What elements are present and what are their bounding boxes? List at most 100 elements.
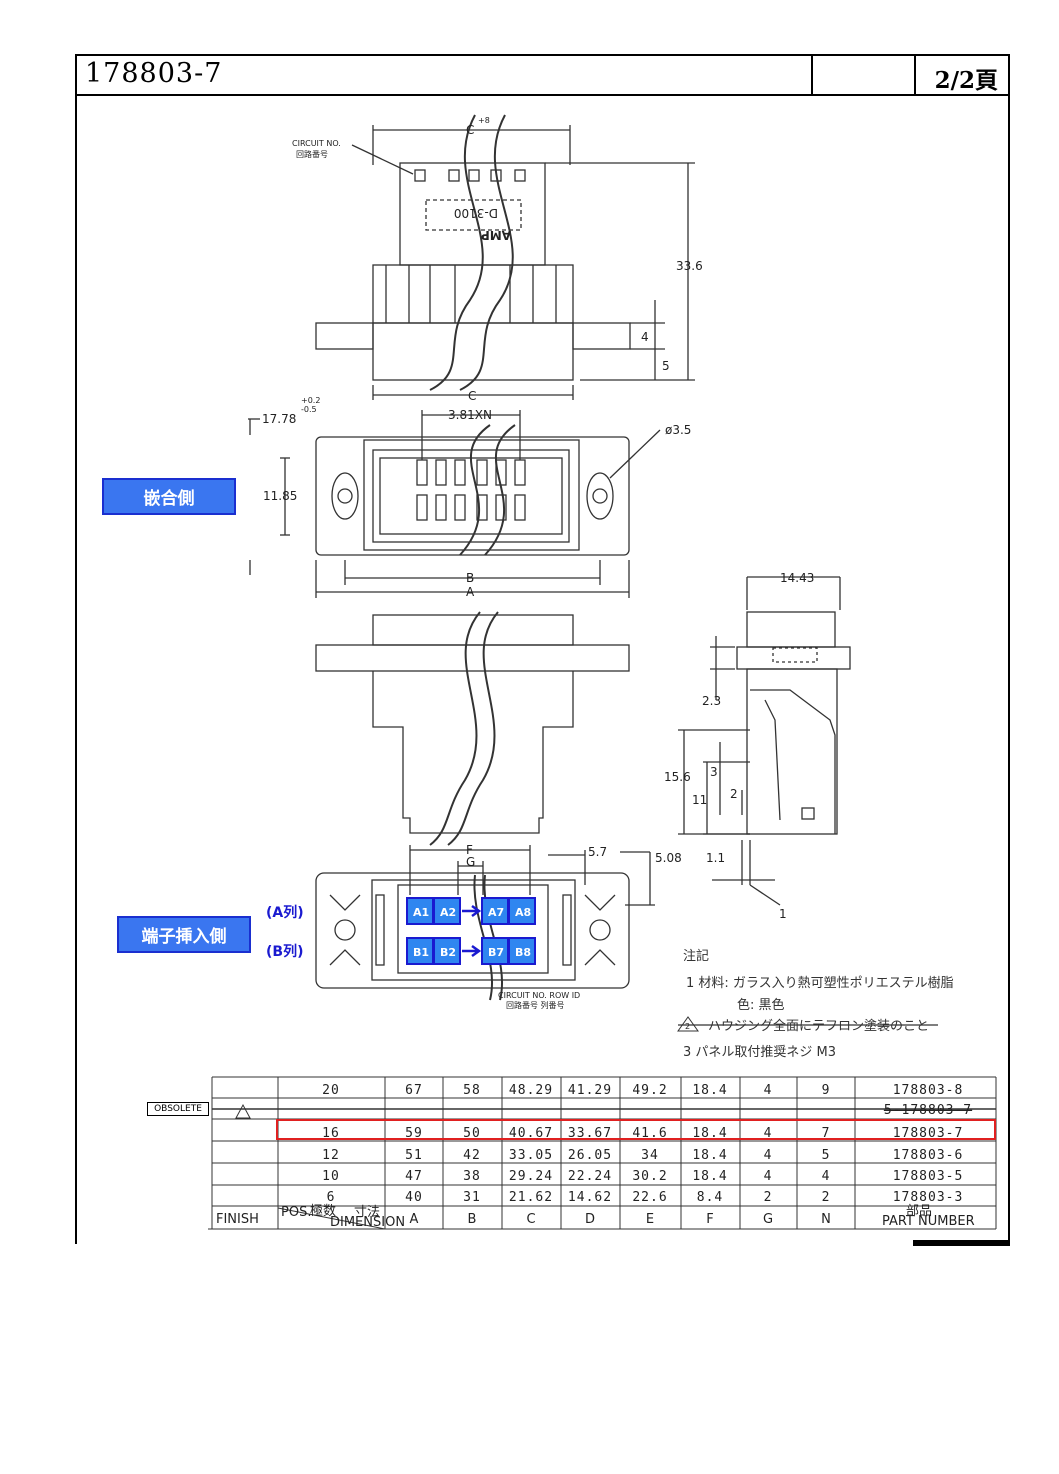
table-cell-g: 4 [764, 1169, 773, 1184]
dim-g: G [466, 855, 475, 869]
table-cell-a: 67 [405, 1083, 423, 1098]
table-cell-pos: 20 [322, 1083, 340, 1098]
cell-a8: A8 [515, 906, 531, 919]
circuit-no-jp-label: 回路番号 [296, 149, 328, 159]
table-cell-b: 50 [463, 1126, 481, 1141]
insertion-side-view: F G 5.7 5.08 CIRCUIT NO. ROW ID 回路番号 列番号 [315, 843, 682, 1010]
table-cell-part: 178803-3 [893, 1190, 964, 1205]
table-cell-part: 5-178803-7 [884, 1103, 972, 1118]
row-b-label: (B列) [266, 944, 304, 960]
footer-pos-jp: 極数 [310, 1203, 336, 1219]
model-mark: D-3100 [454, 206, 498, 220]
note-1-color: 色: 黒色 [737, 997, 785, 1013]
table-cell-g: 4 [764, 1148, 773, 1163]
table-cell-g: 2 [764, 1190, 773, 1205]
top-view: CIRCUIT NO. 回路番号 AMP D-3100 C +8 33.6 4 … [292, 114, 703, 403]
table-cell-e: 22.6 [632, 1190, 667, 1205]
dim-c-top: C [466, 123, 474, 137]
note-3: 3 パネル取付推奨ネジ M3 [683, 1045, 836, 1060]
row-id-jp-label: 回路番号 列番号 [506, 1000, 565, 1010]
table-cell-b: 58 [463, 1083, 481, 1098]
table-cell-a: 40 [405, 1190, 423, 1205]
table-cell-g: 4 [764, 1126, 773, 1141]
cell-a1: A1 [413, 906, 429, 919]
dim-f: F [466, 843, 473, 857]
dim-hole: ø3.5 [665, 423, 691, 437]
row-id-label: CIRCUIT NO. ROW ID [498, 991, 580, 1000]
header-divider [914, 56, 916, 94]
dim-33-6: 33.6 [676, 259, 703, 273]
table-cell-b: 38 [463, 1169, 481, 1184]
cell-a2: A2 [440, 906, 456, 919]
dim-4: 4 [641, 330, 649, 344]
cell-a7: A7 [488, 906, 504, 919]
footer-dimension: DIMENSION [330, 1215, 405, 1230]
table-cell-a: 47 [405, 1169, 423, 1184]
frame-end-bar [913, 1240, 1010, 1246]
footer-col-e: E [646, 1212, 654, 1227]
table-cell-f: 18.4 [692, 1083, 727, 1098]
table-cell-f: 18.4 [692, 1126, 727, 1141]
table-cell-part: 178803-6 [893, 1148, 964, 1163]
table-cell-a: 59 [405, 1126, 423, 1141]
dim-1-1: 1.1 [706, 851, 725, 865]
dim-5: 5 [662, 359, 670, 373]
terminal-cells [406, 897, 536, 965]
dim-c-tol: +8 [478, 116, 490, 125]
row-a-label: (A列) [266, 905, 304, 921]
footer-pos: POS. [281, 1205, 311, 1220]
table-cell-e: 41.6 [632, 1126, 667, 1141]
table-cell-pos: 10 [322, 1169, 340, 1184]
footer-dimension-jp: 寸法 [354, 1205, 380, 1220]
note-1: 1 材料: ガラス入り熱可塑性ポリエステル樹脂 [686, 976, 954, 991]
table-cell-f: 18.4 [692, 1169, 727, 1184]
dim-pitch: 3.81XN [448, 408, 492, 422]
table-cell-n: 9 [822, 1083, 831, 1098]
table-cell-f: 8.4 [697, 1190, 723, 1205]
table-cell-d: 33.67 [568, 1126, 612, 1141]
table-cell-b: 42 [463, 1148, 481, 1163]
pin-marks [414, 169, 526, 182]
dim-c-bottom: C [468, 389, 476, 403]
table-cell-d: 14.62 [568, 1190, 612, 1205]
note-2-number: 2 [685, 1022, 690, 1031]
table-cell-part: 178803-8 [893, 1083, 964, 1098]
circuit-no-label: CIRCUIT NO. [292, 139, 341, 148]
footer-col-f: F [706, 1212, 713, 1227]
table-cell-n: 4 [822, 1169, 831, 1184]
footer-col-c: C [526, 1212, 535, 1227]
dim-14-43: 14.43 [780, 571, 814, 585]
cell-b7: B7 [488, 946, 504, 959]
obsolete-tag: OBSOLETE [147, 1102, 209, 1116]
table-cell-b: 31 [463, 1190, 481, 1205]
table-cell-part: 178803-7 [893, 1126, 964, 1141]
table-cell-e: 34 [641, 1148, 659, 1163]
table-cell-e: 30.2 [632, 1169, 667, 1184]
footer-col-b: B [468, 1212, 477, 1227]
table-cell-pos: 16 [322, 1126, 340, 1141]
footer-col-d: D [585, 1212, 595, 1227]
notes: 注記 1 材料: ガラス入り熱可塑性ポリエステル樹脂 色: 黒色 2 ハウジング… [677, 948, 954, 1060]
dim-17-78-tol-minus: -0.5 [301, 405, 317, 414]
mating-side-view: 3.81XN 17.78 +0.2 -0.5 ø3.5 11.85 B A [248, 396, 691, 599]
table-cell-d: 22.24 [568, 1169, 612, 1184]
dim-3: 3 [710, 765, 718, 779]
dim-17-78: 17.78 [262, 412, 296, 426]
table-cell-c: 40.67 [509, 1126, 553, 1141]
note-2: ハウジング全面にテフロン塗装のこと [708, 1018, 929, 1034]
table-cell-pos: 6 [327, 1190, 336, 1205]
terminal-slots [416, 459, 526, 521]
table-cell-g: 4 [764, 1083, 773, 1098]
dim-b: B [466, 571, 474, 585]
table-cell-c: 29.24 [509, 1169, 553, 1184]
table-cell-n: 2 [822, 1190, 831, 1205]
part-number-title: 178803-7 [85, 58, 223, 89]
table-cell-n: 7 [822, 1126, 831, 1141]
table-cell-pos: 12 [322, 1148, 340, 1163]
dim-2-3: 2.3 [702, 694, 721, 708]
footer-col-a: A [410, 1212, 419, 1227]
table-cell-n: 5 [822, 1148, 831, 1163]
notes-title: 注記 [683, 948, 709, 964]
dim-5-08: 5.08 [655, 851, 682, 865]
footer-part-jp: 部品 [906, 1204, 932, 1219]
